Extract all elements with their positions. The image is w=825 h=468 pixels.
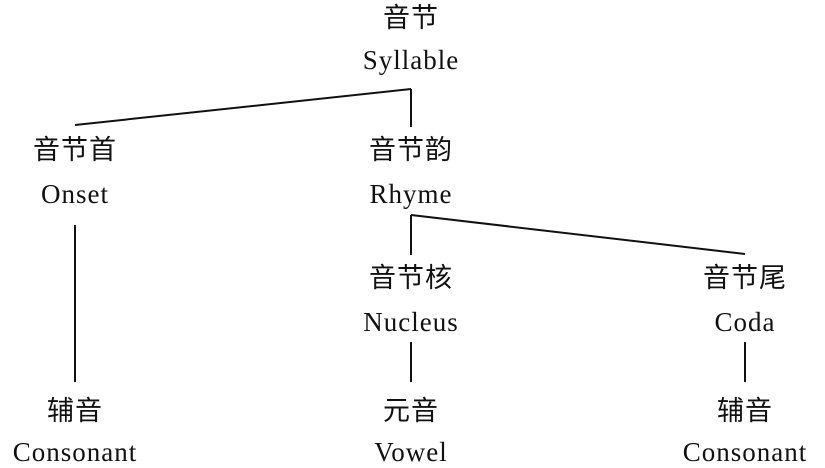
node-vowel: 元音 Vowel bbox=[374, 397, 448, 468]
node-coda-en: Coda bbox=[714, 307, 776, 337]
node-rhyme: 音节韵 Rhyme bbox=[369, 136, 453, 210]
node-onset-en: Onset bbox=[41, 179, 109, 209]
node-coda-consonant: 辅音 Consonant bbox=[683, 397, 808, 468]
node-coda: 音节尾 Coda bbox=[703, 264, 787, 338]
node-onset-consonant: 辅音 Consonant bbox=[13, 397, 138, 468]
node-onset-consonant-zh: 辅音 bbox=[46, 396, 103, 427]
node-syllable-en: Syllable bbox=[362, 45, 460, 75]
node-coda-consonant-zh: 辅音 bbox=[716, 396, 773, 427]
node-syllable: 音节 Syllable bbox=[363, 4, 460, 76]
node-nucleus-zh: 音节核 bbox=[368, 263, 453, 294]
node-vowel-zh: 元音 bbox=[382, 396, 439, 427]
node-onset-zh: 音节首 bbox=[33, 135, 117, 166]
node-onset: 音节首 Onset bbox=[33, 136, 117, 210]
node-coda-zh: 音节尾 bbox=[703, 263, 787, 294]
node-onset-consonant-en: Consonant bbox=[12, 437, 138, 467]
node-rhyme-en: Rhyme bbox=[369, 179, 453, 209]
node-coda-consonant-en: Consonant bbox=[682, 437, 808, 467]
node-nucleus: 音节核 Nucleus bbox=[363, 264, 458, 338]
edge-rhyme-coda bbox=[410, 214, 746, 255]
node-vowel-en: Vowel bbox=[374, 437, 448, 467]
node-rhyme-zh: 音节韵 bbox=[369, 135, 453, 166]
edge-syllable-onset bbox=[74, 88, 412, 126]
node-syllable-zh: 音节 bbox=[383, 3, 439, 34]
node-nucleus-en: Nucleus bbox=[363, 307, 459, 337]
